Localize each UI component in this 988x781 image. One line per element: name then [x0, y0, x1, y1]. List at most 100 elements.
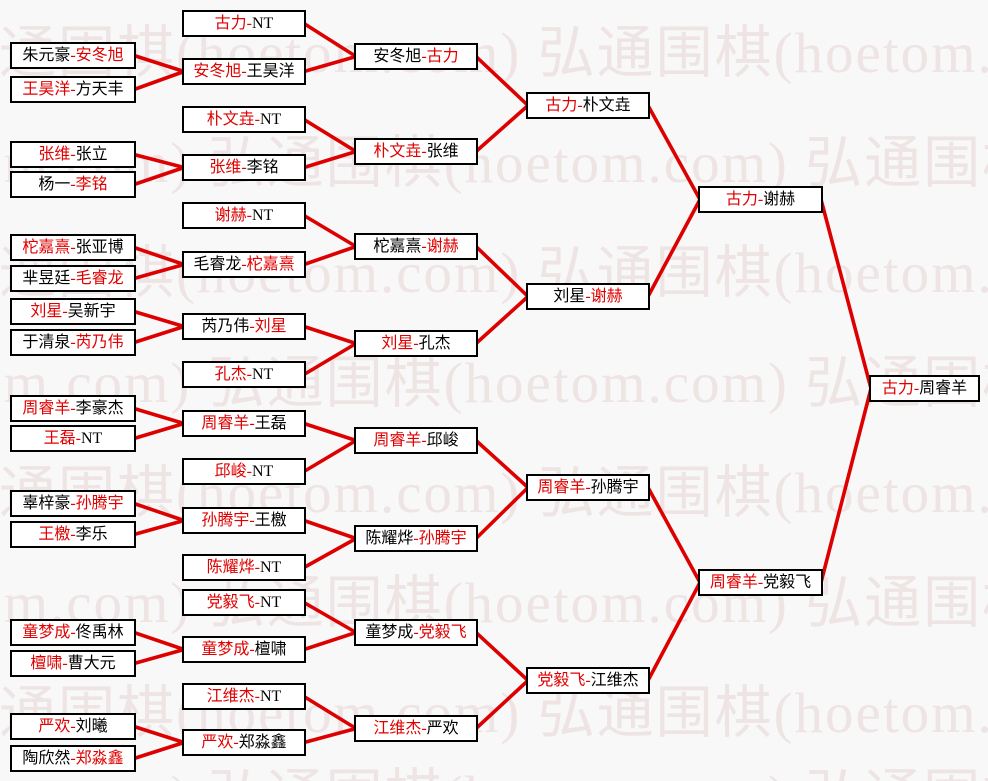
player-name-right: 谢赫 [763, 190, 796, 208]
match-box-round-2-14: 童梦成-檀啸 [182, 636, 306, 663]
match-box-round-2-6: 毛睿龙-柁嘉熹 [182, 251, 306, 278]
connector-line [133, 518, 185, 537]
player-name-left: 邱峻 [214, 462, 247, 480]
player-name-left: 周睿羊 [201, 414, 250, 432]
player-name-right: 江维杰 [590, 671, 639, 689]
match-box-round-2-11: 孙腾宇-王檄 [182, 507, 306, 534]
player-name-right: 孙腾宇 [590, 478, 639, 496]
name-separator: - [913, 379, 920, 397]
connector-line [303, 149, 357, 170]
match-box-round-3-6: 陈耀烨-孙腾宇 [354, 525, 478, 552]
name-separator: - [421, 237, 427, 255]
connector-line [133, 53, 185, 74]
connector-line [133, 152, 185, 170]
player-name-left: 党毅飞 [537, 671, 586, 689]
player-name-right: 王磊 [254, 414, 287, 432]
player-name-right: 佟禹林 [75, 623, 124, 641]
player-name-left: 古力 [881, 379, 914, 397]
player-name-left: 朱元豪 [22, 46, 71, 64]
match-box-round-3-7: 童梦成-党毅飞 [354, 619, 478, 646]
name-separator: - [62, 654, 68, 672]
match-box-round-1-11: 辜梓豪-孙腾宇 [10, 490, 136, 517]
name-separator: - [241, 255, 247, 273]
player-name-left: 刘星 [553, 287, 586, 305]
connector-line [819, 199, 873, 389]
name-separator: - [585, 671, 591, 689]
player-name-left: 芮乃伟 [201, 317, 250, 335]
match-box-semifinal-2: 周睿羊-党毅飞 [698, 569, 823, 596]
player-name-left: 童梦成 [22, 623, 71, 641]
connector-line [303, 117, 357, 154]
watermark-text-row: 弘通围棋(hoetom.com) 弘通围棋(hoetom.com) 弘通围棋(h… [0, 768, 988, 781]
player-name-left: 张维 [209, 158, 242, 176]
player-name-left: 党毅飞 [206, 593, 255, 611]
connector-line [303, 244, 357, 267]
connector-line [133, 165, 185, 187]
connector-line [133, 406, 185, 426]
name-separator: - [70, 269, 76, 287]
connector-line [133, 630, 185, 652]
name-separator: - [70, 749, 76, 767]
player-name-right: 李铭 [75, 175, 108, 193]
name-separator: - [241, 62, 247, 80]
player-name-right: 张立 [75, 145, 108, 163]
name-separator: - [421, 142, 427, 160]
name-separator: - [421, 431, 427, 449]
name-separator: - [585, 478, 591, 496]
player-name-right: 刘星 [254, 317, 287, 335]
name-separator: - [421, 719, 427, 737]
connector-line [303, 341, 357, 377]
player-name-left: 张维 [38, 145, 71, 163]
connector-line [133, 69, 185, 92]
connector-line [303, 600, 357, 635]
name-separator: - [70, 717, 76, 735]
match-box-round-1-14: 檀啸-曹大元 [10, 650, 136, 677]
match-box-round-2-2: 安冬旭-王昊洋 [182, 58, 306, 85]
player-name-right: NT [260, 558, 282, 576]
player-name-right: 王檄 [254, 511, 287, 529]
player-name-left: 王磊 [43, 429, 76, 447]
connector-line [303, 694, 357, 731]
watermark-text-row: 弘通围棋(hoetom.com) 弘通围棋(hoetom.com) 弘通围棋(h… [0, 572, 988, 635]
player-name-right: 张维 [426, 142, 459, 160]
player-name-right: 古力 [426, 47, 459, 65]
player-name-right: 张亚博 [75, 238, 124, 256]
match-box-round-2-8: 孔杰-NT [182, 361, 306, 388]
connector-line [133, 309, 185, 329]
connector-line [646, 104, 702, 201]
name-separator: - [70, 80, 76, 98]
connector-line [303, 421, 357, 443]
player-name-left: 檀啸 [30, 654, 63, 672]
player-name-right: 毛睿龙 [75, 269, 124, 287]
connector-line [646, 486, 702, 584]
match-box-round-1-8: 于清泉-芮乃伟 [10, 329, 136, 356]
player-name-right: 曹大元 [67, 654, 116, 672]
name-separator: - [70, 494, 76, 512]
name-separator: - [70, 623, 76, 641]
match-box-round-3-5: 周睿羊-邱峻 [354, 427, 478, 454]
name-separator: - [757, 190, 764, 208]
connector-line [303, 518, 357, 541]
player-name-right: 孙腾宇 [418, 529, 467, 547]
connector-line [133, 324, 185, 345]
player-name-left: 安冬旭 [373, 47, 422, 65]
connector-line [474, 439, 530, 489]
player-name-right: 郑淼鑫 [238, 733, 287, 751]
match-box-round-4-2: 刘星-谢赫 [526, 283, 650, 310]
connector-line [819, 388, 873, 583]
player-name-left: 周睿羊 [537, 478, 586, 496]
match-box-round-4-3: 周睿羊-孙腾宇 [526, 474, 650, 501]
connector-line [303, 324, 357, 346]
player-name-left: 于清泉 [22, 333, 71, 351]
connector-line [303, 536, 357, 570]
connector-line [474, 245, 530, 298]
match-box-round-1-12: 王檄-李乐 [10, 521, 136, 548]
player-name-left: 谢赫 [214, 206, 247, 224]
connector-line [303, 726, 357, 745]
match-box-semifinal-1: 古力-谢赫 [698, 186, 823, 213]
player-name-left: 朴文垚 [373, 142, 422, 160]
match-box-round-1-6: 芈昱廷-毛睿龙 [10, 265, 136, 292]
match-box-round-2-13: 党毅飞-NT [182, 589, 306, 616]
match-box-round-1-10: 王磊-NT [10, 425, 136, 452]
connector-line [303, 21, 357, 59]
